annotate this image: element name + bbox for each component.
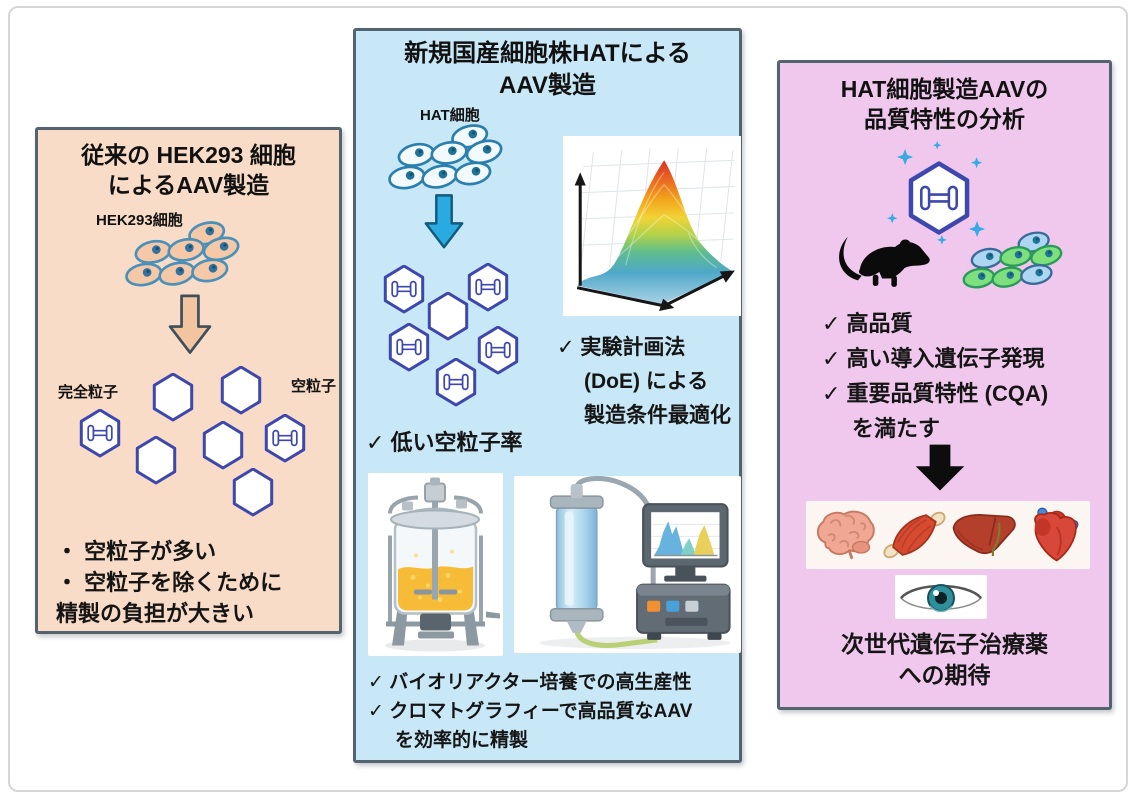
aav-empty-particle-icon [427, 292, 469, 341]
aav-full-particle-icon [78, 409, 122, 458]
aav-full-particle-icon [387, 323, 431, 372]
bullet-purification-2: 精製の負担が大きい [56, 601, 255, 626]
liver-icon [952, 513, 1016, 556]
empty-particle-label: 空粒子 [291, 378, 337, 395]
doe-check-text: ✓ 実験計画法 (DoE) による 製造条件最適化 [557, 331, 731, 433]
left-panel-title: 従来の HEK293 細胞 によるAAV製造 [38, 140, 339, 201]
aav-full-particle-icon [466, 263, 510, 312]
footer-line2: への期待 [898, 662, 991, 689]
right-panel-title: HAT細胞製造AAVの 品質特性の分析 [780, 74, 1109, 135]
doe-line1: ✓ 実験計画法 [557, 336, 686, 359]
bioreactor-check: ✓ バイオリアクター培養での高生産性 [368, 672, 692, 693]
middle-title-line1: 新規国産細胞株HATによる [404, 40, 691, 67]
bullet-purification-1: ・ 空粒子を除くために [56, 570, 283, 595]
muscle-icon [882, 511, 945, 559]
check-cqa-1: ✓ 重要品質特性 (CQA) [822, 381, 1049, 406]
panel-quality-analysis: HAT細胞製造AAVの 品質特性の分析 [777, 60, 1112, 710]
right-title-line2: 品質特性の分析 [864, 106, 1025, 133]
middle-down-arrow-icon [424, 194, 464, 249]
footer-line1: 次世代遺伝子治療薬 [841, 631, 1048, 657]
right-down-arrow-icon [915, 444, 965, 491]
panel-conventional-hek293: 従来の HEK293 細胞 によるAAV製造 HEK293細胞 完全粒子 空粒子… [35, 127, 342, 634]
low-empty-rate-check: ✓ 低い空粒子率 [366, 430, 523, 455]
aav-empty-particle-icon [220, 366, 262, 415]
bioreactor-icon [368, 473, 503, 656]
organ-strip [806, 501, 1090, 569]
brain-icon [816, 510, 875, 560]
chromatography-check-2: を効率的に精製 [395, 730, 529, 751]
left-title-line2: によるAAV製造 [107, 172, 270, 199]
aav-empty-particle-icon [135, 436, 177, 485]
full-particle-label: 完全粒子 [58, 384, 119, 401]
check-cqa-2: を満たす [852, 416, 941, 441]
bullet-many-empty: ・ 空粒子が多い [56, 539, 217, 564]
middle-title-line2: AAV製造 [499, 71, 596, 99]
left-down-arrow-icon [168, 294, 212, 354]
hat-cell-cluster-icon [368, 123, 524, 193]
check-high-quality: ✓ 高品質 [822, 311, 913, 336]
aav-full-particle-icon [382, 265, 426, 314]
aav-empty-particle-icon [202, 421, 244, 470]
hek293-cell-cluster-icon [122, 220, 244, 290]
aav-full-particle-icon [476, 326, 520, 375]
heart-icon [1033, 507, 1078, 562]
mixed-cell-cluster-icon [961, 228, 1065, 291]
mouse-icon [839, 236, 930, 287]
aav-full-particle-icon [263, 414, 307, 463]
right-panel-footer: 次世代遺伝子治療薬 への期待 [780, 629, 1109, 691]
diagram-outer-frame [8, 6, 1128, 792]
left-panel-bullet-list: ・ 空粒子が多い ・ 空粒子を除くために 精製の負担が大きい [56, 536, 282, 629]
eye-icon [895, 575, 987, 619]
aav-empty-particle-icon [232, 468, 274, 517]
right-title-line1: HAT細胞製造AAVの [840, 76, 1049, 102]
aav-empty-particle-icon [152, 373, 194, 422]
doe-line3: 製造条件最適化 [584, 404, 731, 427]
doe-surface-plot-icon [563, 136, 741, 316]
left-title-line1: 従来の HEK293 細胞 [81, 142, 296, 168]
doe-line2: (DoE) による [584, 370, 709, 393]
panel-hat-production: 新規国産細胞株HATによる AAV製造 HAT細胞 [353, 28, 742, 763]
quality-check-list: ✓ 高品質 ✓ 高い導入遺伝子発現 ✓ 重要品質特性 (CQA) を満たす [822, 306, 1048, 446]
check-transgene-expression: ✓ 高い導入遺伝子発現 [822, 346, 1045, 371]
aav-full-particle-icon [434, 358, 478, 407]
middle-panel-title: 新規国産細胞株HATによる AAV製造 [356, 38, 739, 101]
chromatography-check-1: ✓ クロマトグラフィーで高品質なAAV [368, 701, 693, 722]
chromatography-icon [514, 476, 741, 653]
hat-cells-label: HAT細胞 [420, 107, 480, 124]
middle-bottom-check-text: ✓ バイオリアクター培養での高生産性 ✓ クロマトグラフィーで高品質なAAV を… [368, 668, 692, 755]
hek293-cells-label: HEK293細胞 [96, 212, 183, 229]
